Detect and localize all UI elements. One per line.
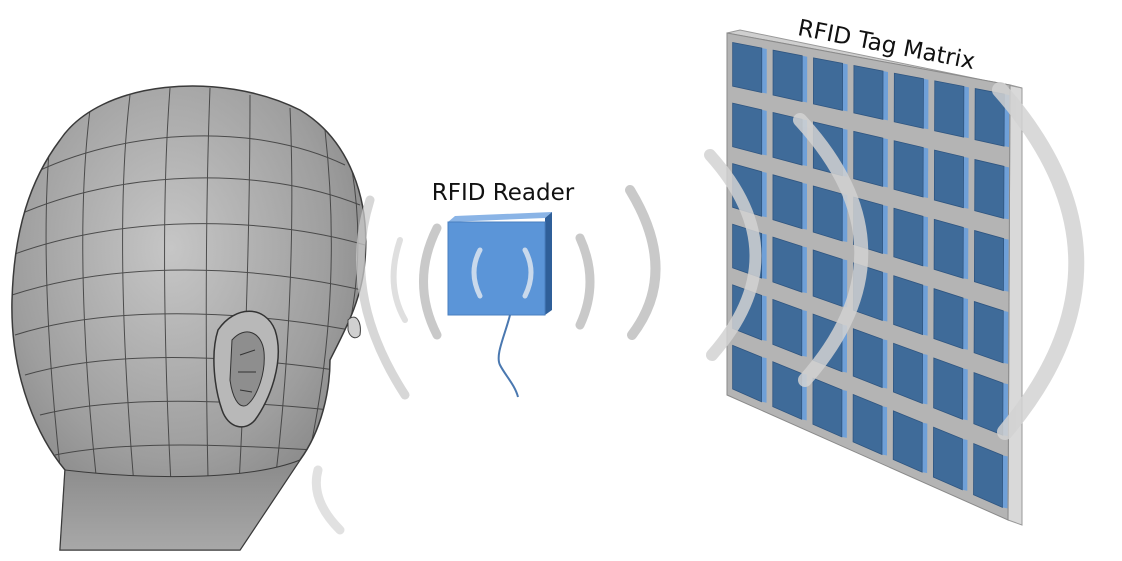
tag-edge	[882, 205, 888, 255]
rfid-tag	[893, 140, 924, 198]
rfid-tag	[933, 288, 964, 350]
reader-label: RFID Reader	[432, 180, 575, 206]
reader-wave-arcs	[419, 185, 661, 340]
tag-edge	[923, 147, 929, 199]
tag-edge	[963, 156, 969, 209]
rfid-tag	[732, 42, 763, 94]
rfid-tag	[812, 185, 843, 242]
tag-edge	[922, 422, 928, 474]
tag-edge	[922, 285, 928, 336]
tag-edge	[761, 48, 767, 94]
tag-edge	[761, 357, 767, 403]
rfid-tag	[772, 174, 803, 230]
tag-edge	[882, 138, 888, 188]
rfid-tag	[732, 102, 763, 155]
tag-edge	[801, 309, 807, 357]
rfid-tag	[732, 344, 762, 403]
tag-edge	[761, 109, 767, 156]
rfid-tag	[974, 159, 1005, 219]
rfid-tag	[893, 275, 924, 336]
rfid-reader	[447, 212, 552, 398]
tag-edge	[922, 353, 928, 405]
rfid-tag	[973, 301, 1004, 364]
tag-edge	[963, 227, 969, 280]
tag-edge	[761, 171, 767, 218]
matrix-wave-arcs	[704, 82, 1085, 440]
tag-edge	[962, 438, 968, 491]
tag-edge	[882, 339, 888, 389]
rfid-tag	[973, 442, 1004, 508]
tag-edge	[922, 216, 928, 267]
rfid-tag	[852, 328, 883, 389]
tag-edge	[881, 406, 888, 456]
rfid-tag	[893, 342, 923, 404]
tag-edge	[842, 128, 848, 177]
human-head-icon	[11, 85, 367, 551]
tag-edge	[842, 259, 848, 308]
rfid-tag	[973, 230, 1005, 292]
rfid-tag	[772, 236, 803, 293]
rfid-tag-matrix	[726, 29, 1023, 526]
tag-edge	[842, 193, 848, 243]
tag-edge	[1003, 166, 1009, 220]
tag-edge	[1003, 238, 1009, 292]
tag-edge	[802, 55, 808, 103]
rfid-tag	[933, 149, 964, 209]
rfid-tag	[893, 72, 924, 129]
tag-edge	[882, 272, 888, 322]
tag-edge	[882, 71, 889, 121]
rfid-tag	[852, 393, 883, 456]
head-wave-arcs	[311, 195, 410, 535]
tag-edge	[962, 297, 969, 350]
rfid-tag	[853, 130, 884, 187]
tag-edge	[801, 246, 807, 294]
rfid-tag	[772, 298, 803, 357]
tag-edge	[962, 368, 968, 421]
tag-edge	[761, 233, 767, 280]
tag-edge	[842, 63, 848, 112]
tag-edge	[761, 295, 767, 341]
tag-edge	[841, 389, 847, 438]
rfid-tag	[932, 426, 963, 491]
rfid-tag	[813, 57, 844, 111]
tag-edge	[963, 86, 969, 139]
rfid-tag	[853, 65, 884, 120]
rfid-tag	[772, 112, 803, 166]
rfid-tag	[892, 410, 923, 473]
ear-icon	[213, 310, 279, 428]
tag-edge	[1002, 455, 1008, 509]
tag-edge	[1003, 310, 1009, 364]
rfid-tag	[772, 49, 803, 102]
rfid-tag	[934, 80, 965, 138]
rfid-tag	[893, 207, 924, 267]
rfid-tag	[933, 218, 964, 279]
tag-edge	[923, 78, 929, 130]
rfid-tag	[973, 372, 1004, 436]
rfid-tag	[933, 357, 964, 420]
tag-edge	[801, 182, 808, 230]
rfid-tag	[812, 377, 843, 438]
rfid-tag	[812, 249, 843, 307]
rfid-tag	[772, 361, 803, 420]
